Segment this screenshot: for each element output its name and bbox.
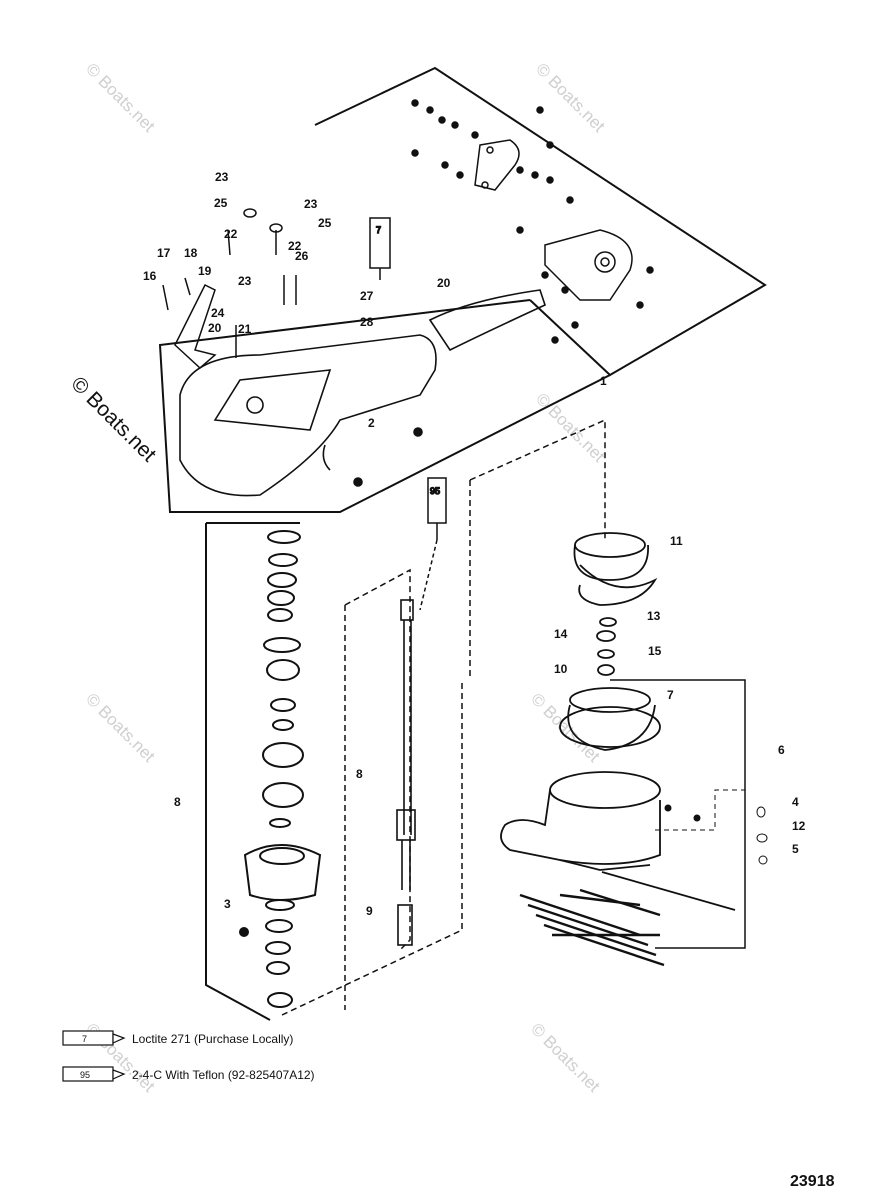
sealant-tube-7: 7: [369, 217, 391, 280]
callout-20: 20: [437, 276, 451, 290]
callout-24: 24: [211, 306, 225, 320]
callout-10: 10: [554, 662, 568, 676]
bearing-stack: [239, 530, 322, 1008]
legend-label: Loctite 271 (Purchase Locally): [132, 1032, 293, 1046]
callout-17: 17: [157, 246, 171, 260]
legend-label: 2-4-C With Teflon (92-825407A12): [132, 1068, 315, 1082]
callout-14: 14: [554, 627, 568, 641]
jet-pump-housing: [179, 289, 546, 497]
callout-25: 25: [318, 216, 332, 230]
callout-23: 23: [238, 274, 252, 288]
figure-number: 23918: [790, 1173, 835, 1190]
intake-grate: [519, 888, 665, 967]
callout-23: 23: [215, 170, 229, 184]
watermark-text: © Boats.net: [527, 1019, 604, 1096]
watermark-text: © Boats.net: [532, 389, 609, 466]
bearing-group-bracket: [205, 523, 271, 1021]
watermark-layer: © Boats.net © Boats.net © Boats.net © Bo…: [66, 59, 608, 1096]
callout-16: 16: [143, 269, 157, 283]
impeller: [573, 532, 658, 676]
callout-28: 28: [360, 315, 374, 329]
legend: 7 Loctite 271 (Purchase Locally) 95 2-4-…: [62, 1030, 315, 1082]
legend-tube-number: 7: [82, 1034, 87, 1044]
callout-15: 15: [648, 644, 662, 658]
callout-23: 23: [304, 197, 318, 211]
tube-label: 7: [376, 225, 381, 235]
steering-linkage: [411, 99, 654, 344]
callout-27: 27: [360, 289, 374, 303]
callout-21: 21: [238, 322, 252, 336]
steering-hardware-panel: [314, 66, 767, 377]
callout-1: 1: [600, 374, 607, 388]
callout-19: 19: [198, 264, 212, 278]
callout-7: 7: [667, 688, 674, 702]
shaft-group-bracket: [344, 568, 411, 951]
callout-26: 26: [295, 249, 309, 263]
callout-20: 20: [208, 321, 222, 335]
watermark-text: © Boats.net: [82, 59, 159, 136]
mounting-bracket: [162, 208, 297, 370]
small-hardware: [664, 804, 768, 865]
watermark-text: © Boats.net: [82, 689, 159, 766]
wear-ring-and-nozzle: [500, 687, 736, 911]
callout-12: 12: [792, 819, 806, 833]
callout-2: 2: [368, 416, 375, 430]
callout-25: 25: [214, 196, 228, 210]
callout-22: 22: [224, 227, 238, 241]
callout-4: 4: [792, 795, 799, 809]
callout-5: 5: [792, 842, 799, 856]
callout-labels: 1 2 3 4 5 6 7 8 9 10 11 12 13 14 15 16 1…: [143, 170, 806, 918]
callout-13: 13: [647, 609, 661, 623]
legend-tube-number: 95: [80, 1070, 90, 1080]
tube-label: 95: [430, 486, 440, 496]
housing-panel: [158, 299, 611, 513]
watermark-text: © Boats.net: [532, 59, 609, 136]
legend-tube-7: 7 Loctite 271 (Purchase Locally): [62, 1030, 293, 1046]
callout-22: 22: [288, 239, 302, 253]
callout-8: 8: [356, 767, 363, 781]
jet-pump-bracket: [610, 679, 746, 949]
watermark-text-bold: © Boats.net: [66, 372, 160, 466]
watermark-text: © Boats.net: [527, 689, 604, 766]
drive-shaft: [396, 599, 416, 946]
sealant-tube-95: 95: [419, 477, 447, 611]
callout-18: 18: [184, 246, 198, 260]
callout-9: 9: [366, 904, 373, 918]
callout-11: 11: [670, 534, 683, 548]
callout-6: 6: [778, 743, 785, 757]
callout-3: 3: [224, 897, 231, 911]
callout-B: 8: [174, 795, 181, 809]
legend-tube-95: 95 2-4-C With Teflon (92-825407A12): [62, 1066, 315, 1082]
